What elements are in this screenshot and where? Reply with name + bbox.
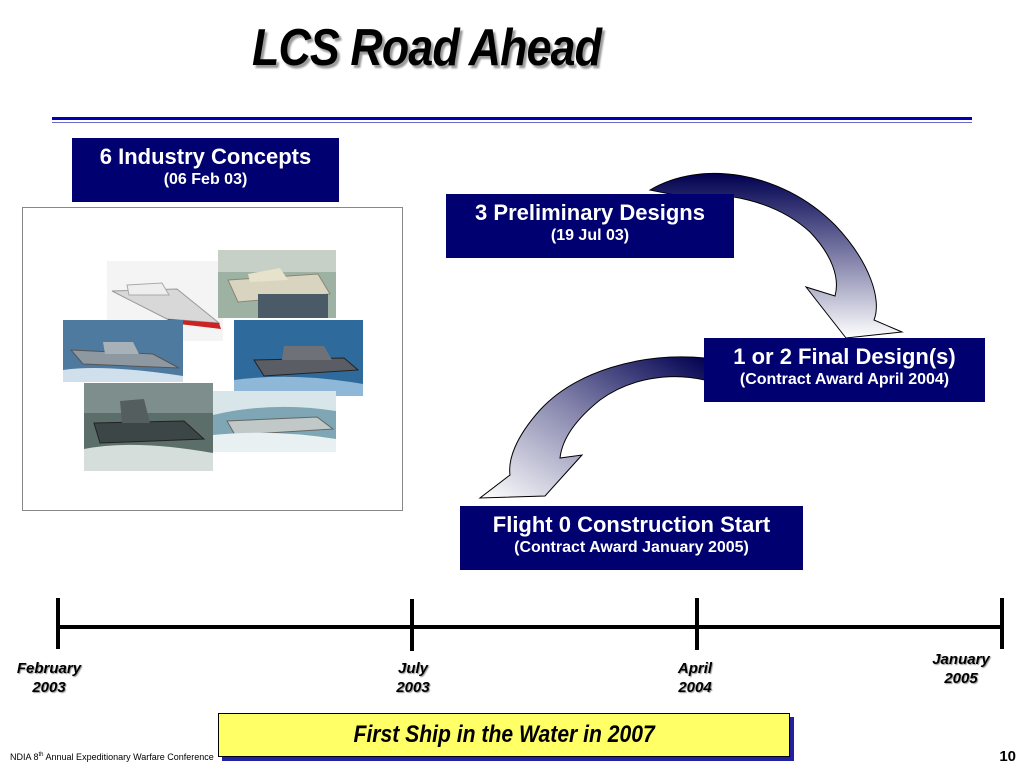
ship-concept-image	[84, 383, 213, 471]
milestone-date: (06 Feb 03)	[163, 171, 248, 188]
milestone-title: 3 Preliminary Designs	[475, 200, 705, 225]
timeline-label-apr-2004: April 2004	[677, 660, 713, 696]
milestone-title: 6 Industry Concepts	[99, 144, 312, 169]
milestone-final-designs: 1 or 2 Final Design(s) (Contract Award A…	[704, 338, 985, 402]
milestone-date: (Contract Award April 2004)	[739, 371, 950, 388]
milestone-title: 1 or 2 Final Design(s)	[733, 344, 956, 369]
ship-concept-image	[234, 320, 363, 396]
title-rule-thin	[52, 122, 972, 123]
banner-text: First Ship in the Water in 2007	[353, 721, 655, 748]
timeline-axis	[56, 598, 1004, 651]
title-rule	[52, 117, 972, 120]
page-number: 10	[999, 748, 1016, 765]
milestone-date: (Contract Award January 2005)	[514, 539, 749, 556]
milestone-preliminary-designs: 3 Preliminary Designs (19 Jul 03)	[446, 194, 734, 258]
timeline-label-jan-2005: January 2005	[932, 651, 990, 687]
timeline-label-feb-2003: February 2003	[16, 660, 82, 696]
timeline-label-jul-2003: July 2003	[396, 660, 430, 696]
ship-concept-image	[213, 391, 336, 452]
milestone-industry-concepts: 6 Industry Concepts (06 Feb 03)	[72, 138, 339, 202]
milestone-flight0-construction: Flight 0 Construction Start (Contract Aw…	[460, 506, 803, 570]
first-ship-banner: First Ship in the Water in 2007	[218, 713, 790, 757]
milestone-title: Flight 0 Construction Start	[492, 512, 771, 537]
milestone-date: (19 Jul 03)	[550, 227, 630, 244]
footer-conference: NDIA 8th Annual Expeditionary Warfare Co…	[10, 752, 214, 762]
slide-title: LCS Road Ahead	[252, 19, 602, 77]
ship-concept-image	[218, 250, 336, 318]
arrow-prelim-to-final	[648, 173, 904, 339]
arrow-final-to-flight0	[478, 356, 706, 499]
ship-concept-image	[63, 320, 183, 382]
